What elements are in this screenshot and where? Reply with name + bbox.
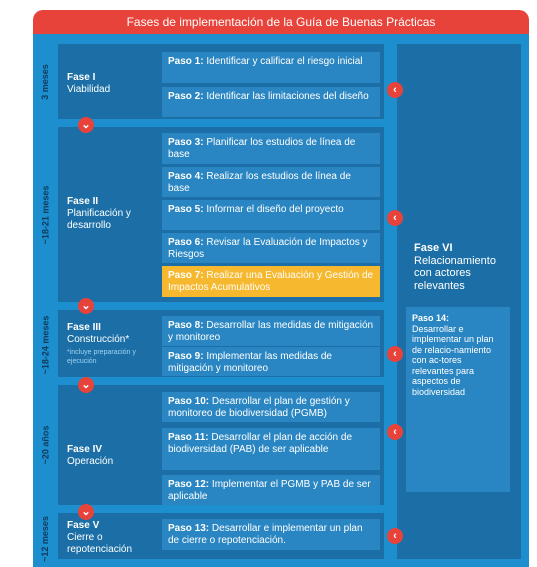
chevron-left-icon: ‹ (387, 82, 403, 98)
step-6: Paso 6: Revisar la Evaluación de Impacto… (162, 233, 380, 263)
step-8: Paso 8: Desarrollar las medidas de mitig… (162, 316, 380, 346)
step-5: Paso 5: Informar el diseño del proyecto (162, 200, 380, 230)
chevron-down-icon: ⌄ (78, 504, 94, 520)
phase-2-duration: ~18-21 meses (40, 185, 50, 244)
step-2: Paso 2: Identificar las limitaciones del… (162, 87, 380, 117)
step-7: Paso 7: Realizar una Evaluación y Gestió… (162, 266, 380, 297)
step-12: Paso 12: Implementar el PGMB y PAB de se… (162, 475, 380, 505)
phase-4-duration: ~20 años (40, 425, 50, 465)
chevron-down-icon: ⌄ (78, 377, 94, 393)
phase-5-duration: ~12 meses (40, 515, 51, 562)
step-4: Paso 4: Realizar los estudios de línea d… (162, 167, 380, 197)
phase-3-duration: ~18-24 meses (40, 315, 50, 375)
chevron-left-icon: ‹ (387, 210, 403, 226)
step-9: Paso 9: Implementar las medidas de mitig… (162, 347, 380, 376)
chevron-down-icon: ⌄ (78, 298, 94, 314)
chevron-down-icon: ⌄ (78, 117, 94, 133)
chevron-left-icon: ‹ (387, 346, 403, 362)
chevron-left-icon: ‹ (387, 424, 403, 440)
step-10: Paso 10: Desarrollar el plan de gestión … (162, 392, 380, 422)
step-13: Paso 13: Desarrollar e implementar un pl… (162, 519, 380, 550)
phase-1-duration: 3 meses (40, 63, 50, 100)
step-3: Paso 3: Planificar los estudios de línea… (162, 133, 380, 164)
step-11: Paso 11: Desarrollar el plan de acción d… (162, 428, 380, 470)
chevron-left-icon: ‹ (387, 528, 403, 544)
step-1: Paso 1: Identificar y calificar el riesg… (162, 52, 380, 83)
diagram-title-bar: Fases de implementación de la Guía de Bu… (33, 10, 529, 34)
step-14: Paso 14:Desarrollar e implementar un pla… (406, 307, 510, 492)
diagram-title: Fases de implementación de la Guía de Bu… (126, 15, 436, 29)
